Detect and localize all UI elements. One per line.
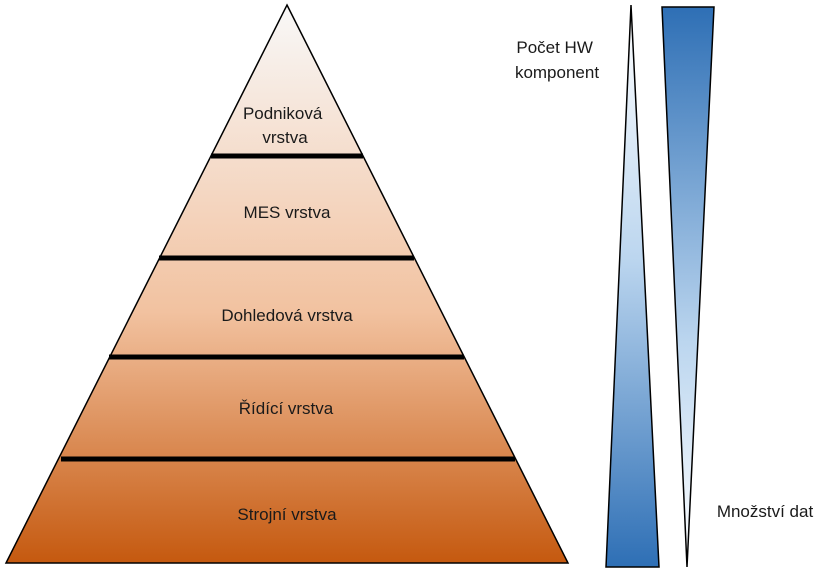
layer-label-dohledova: Dohledová vrstva [221,306,353,325]
data-volume-wedge [661,6,715,568]
data-volume-label: Množství dat [717,502,814,521]
hw-components-wedge [605,4,660,568]
layer-label-ridici: Řídící vrstva [239,399,334,418]
layer-label-strojni: Strojní vrstva [237,505,337,524]
hw-components-label: Počet HW komponent [515,38,599,82]
pyramid-shape [4,3,570,564]
layer-label-podnikova: Podniková vrstva [243,104,327,147]
layer-label-mes: MES vrstva [244,203,331,222]
